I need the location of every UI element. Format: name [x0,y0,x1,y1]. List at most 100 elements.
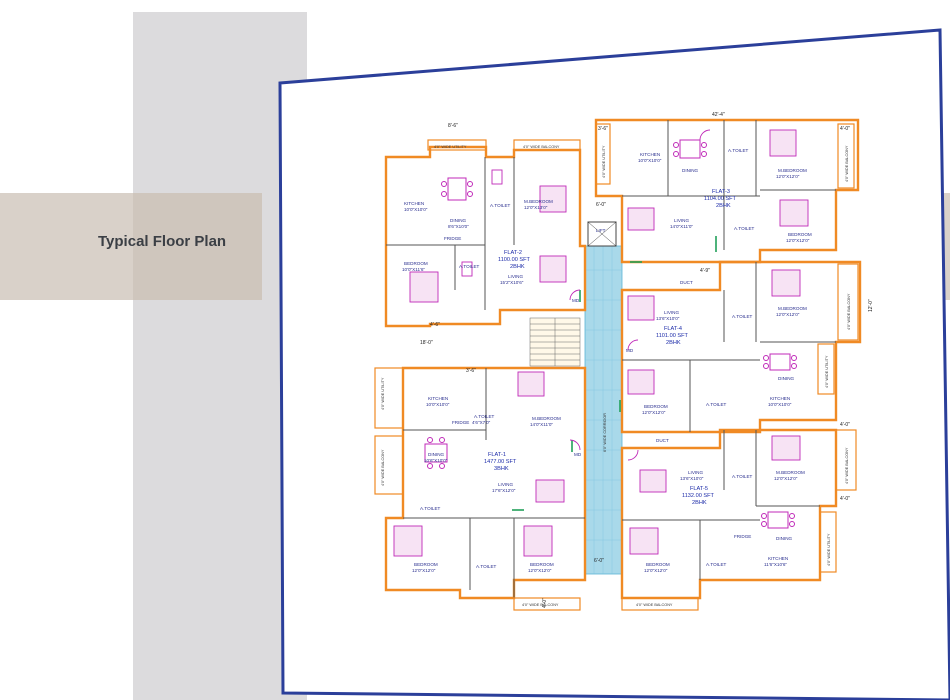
flat-1-dining-label: DINING [428,452,445,457]
flat-4-duct-label: DUCT [680,280,693,285]
flat-5-dining-set [761,511,795,529]
flat-2-living-sofa [539,255,567,283]
flat-2-utility [427,139,487,151]
openings [512,236,717,511]
flat-4-dim-duct: 4'-9" [700,268,710,274]
flat-1-bottom-balcony [513,597,581,611]
flat-5-mbedroom-size: 12'0"X12'0" [774,476,798,481]
flat-2-kitchen-label: KITCHEN [404,201,424,206]
flat-3-dim-right: 4'-0" [840,126,850,132]
lift-label: LIFT [596,228,606,233]
flat-2-balcony [513,139,581,151]
flat-2-walls [384,145,587,328]
flat-1-bedroom2-size: 12'0"X12'0" [528,568,552,573]
flat-3-dim-mid: 6'-0" [596,202,606,208]
flat-4-area: 1101.00 SFT [656,333,689,339]
flat-2-dining-label: DINING [450,218,467,223]
flat-4-bedroom-size: 12'0"X12'0" [642,410,666,415]
flat-2-dining-size: 8'6"X10'0" [448,224,469,229]
flat-2-living-size: 15'2"X10'6" [500,280,524,285]
flat-5-kitchen-size: 11'6"X10'6" [764,562,787,567]
flat-3-dim-top: 42'-4" [712,112,725,118]
page-title: Typical Floor Plan [98,233,227,250]
background-band [133,12,307,700]
flat-3-area: 1104.00 SFT [704,196,737,202]
flat-4-mbedroom-label: M.BEDROOM [778,306,807,311]
flat-5-fridge-label: FRIDGE [734,534,751,539]
flat-1-fridge-label: FRIDGE [452,420,469,425]
flat-5-mbed-bed [771,435,801,461]
flat-1-dining-size: 10'6"X10'0" [424,458,448,463]
flat-3-bedroom-label: BEDROOM [788,232,812,237]
flat-2-bedroom-size: 10'0"X11'6" [402,267,425,272]
flat-4-sofa [627,295,655,321]
flat-1-atoilet-label: A.TOILET [474,414,495,419]
flat-3-type: 2BHK [716,203,731,209]
flat-2-fridge-label: FRIDGE [444,236,461,241]
flat-4-atoilet2-label: A.TOILET [706,402,727,407]
flat-3-living-label: LIVING [674,218,689,223]
flat-3-mbedroom-size: 12'0"X12'0" [776,174,800,179]
flat-4-utility [817,343,835,395]
right-panel-edge [940,193,950,300]
flat-2-dim-left: 4'-6" [430,322,440,328]
flat-4-type: 2BHK [666,340,681,346]
flat-5-atoilet2-label: A.TOILET [706,562,727,567]
flat-1-dim-bottom: 4'-0" [542,598,548,608]
door-swings [569,129,711,461]
flat-2-toilet-fixture [491,169,503,185]
flat-2-toilet-label: A.TOILET [490,203,511,208]
flat-3-dining-set [673,139,707,159]
flat-5-bottom-balcony [621,597,699,611]
flat-4-dim-height: 12'-0" [868,299,874,312]
flat-5-dim-top: 4'-0" [840,422,850,428]
flat-2-dining-set [441,177,473,201]
flat-5-bedroom-size: 12'0"X12'0" [644,568,668,573]
flat-1-kitchen-label: KITCHEN [428,396,448,401]
flat-2-mbedroom-label: M.BEDROOM [524,199,553,204]
flat-1-bottom-balcony-label: 4'0" WIDE BALCONY [522,603,559,607]
flat-2-living-label: LIVING [508,274,523,279]
flat-4-bedroom-label: BEDROOM [644,404,668,409]
flat-1-walls [384,366,587,600]
flat-1-md-label: MD [574,452,582,457]
flat-1-mbed-bed [517,371,545,397]
flat-2-bed [409,271,439,303]
flat-4-mbed-bed [771,269,801,297]
flat-3-dim-left: 3'-6" [598,126,608,132]
flat-5-duct-label: DUCT [656,438,669,443]
flat-3-living-size: 14'0"X11'0" [670,224,693,229]
flat-2-mbedroom-size: 12'0"X13'0" [524,205,548,210]
flat-5-mbedroom-label: M.BEDROOM [776,470,805,475]
flat-3-mbedroom-label: M.BEDROOM [778,168,807,173]
flat-1-bedroom-size: 12'0"X12'0" [412,568,436,573]
flat-5-bottom-balcony-label: 4'0" WIDE BALCONY [636,603,673,607]
flat-2-dim-stair: 18'-0" [420,340,433,346]
flat-1-bedroom2-label: BEDROOM [530,562,554,567]
flat-4-dining-set [763,353,797,371]
flat-5-utility [819,511,837,573]
flat-1-mbedroom-size: 14'0"X11'0" [530,422,553,427]
flat-4-bed [627,369,655,395]
flat-1-atoilet2-label: A.TOILET [476,564,497,569]
flat-5-name: FLAT-5 [690,486,708,492]
flat-5-dim-right: 4'-0" [840,496,850,502]
flat-1-area: 1477.00 SFT [484,459,517,465]
flat-1-bed-2 [523,525,553,557]
flat-3-atoilet2-label: A.TOILET [734,226,755,231]
flat-5-balcony [835,429,857,491]
flat-1-mbedroom-label: M.BEDROOM [532,416,561,421]
flat-4-kitchen-size: 10'0"X10'0" [768,402,792,407]
flat-5-dining-label: DINING [776,536,793,541]
flat-4-balcony-label: 4'0" WIDE BALCONY [847,293,851,330]
flat-4-md-label: MD [626,348,634,353]
flat-1-toilet-label: A.TOILET [420,506,441,511]
flat-2-bedroom-label: BEDROOM [404,261,428,266]
flat-3-bedroom-size: 12'0"X12'0" [786,238,810,243]
flat-5-type: 2BHK [692,500,707,506]
flat-2-area: 1100.00 SFT [498,257,531,263]
flat-3-sofa [627,207,655,231]
flat-3-balcony-label: 4'0" WIDE BALCONY [845,145,849,182]
flat-3-atoilet-label: A.TOILET [728,148,749,153]
